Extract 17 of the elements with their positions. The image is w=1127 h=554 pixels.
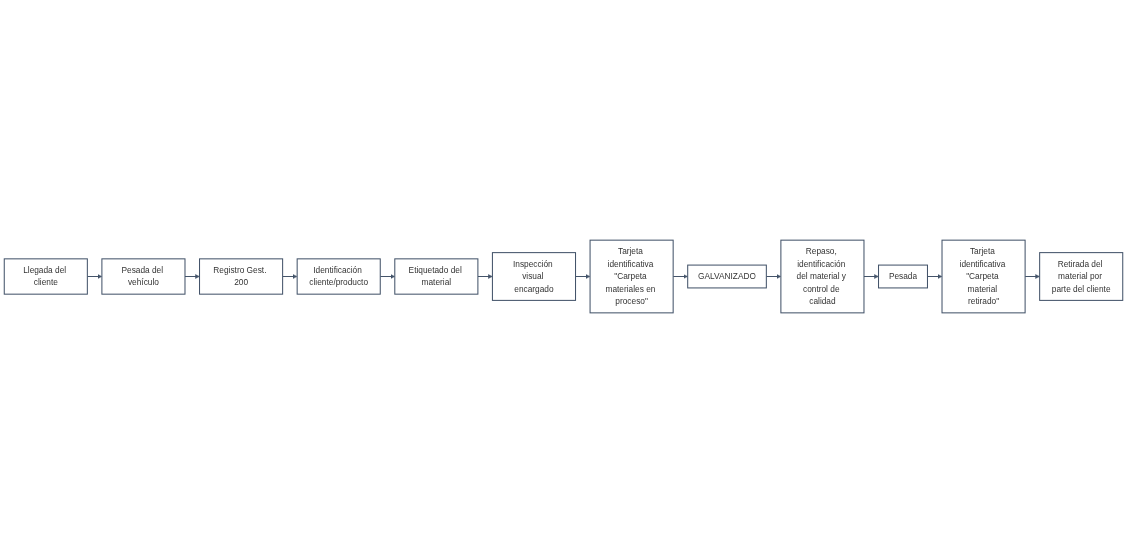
node-box: Registro Gest. 200 [199,258,284,296]
node-box: Pesada del vehículo [101,258,186,296]
arrow [282,274,298,280]
node-box: GALVANIZADO [687,265,767,289]
arrow [184,274,200,280]
node-box: Repaso, identificación del material y control de calidad [780,240,865,314]
arrow [477,274,493,280]
node-box: Etiquetado del material [394,258,479,296]
node-box: Inspección visual encargado [491,252,577,302]
node-box: Tarjeta identificativa "Carpeta materiales en proceso" [589,240,674,314]
node-box: Identificación cliente/producto [296,258,381,296]
node-box: Llegada del cliente [3,258,88,296]
node-box: Pesada [878,265,928,289]
node-box: Retirada del material por parte del cliente [1039,252,1124,302]
arrow [575,274,591,280]
arrow [863,274,879,280]
node-box: Tarjeta identificativa "Carpeta material retirado" [941,240,1026,314]
